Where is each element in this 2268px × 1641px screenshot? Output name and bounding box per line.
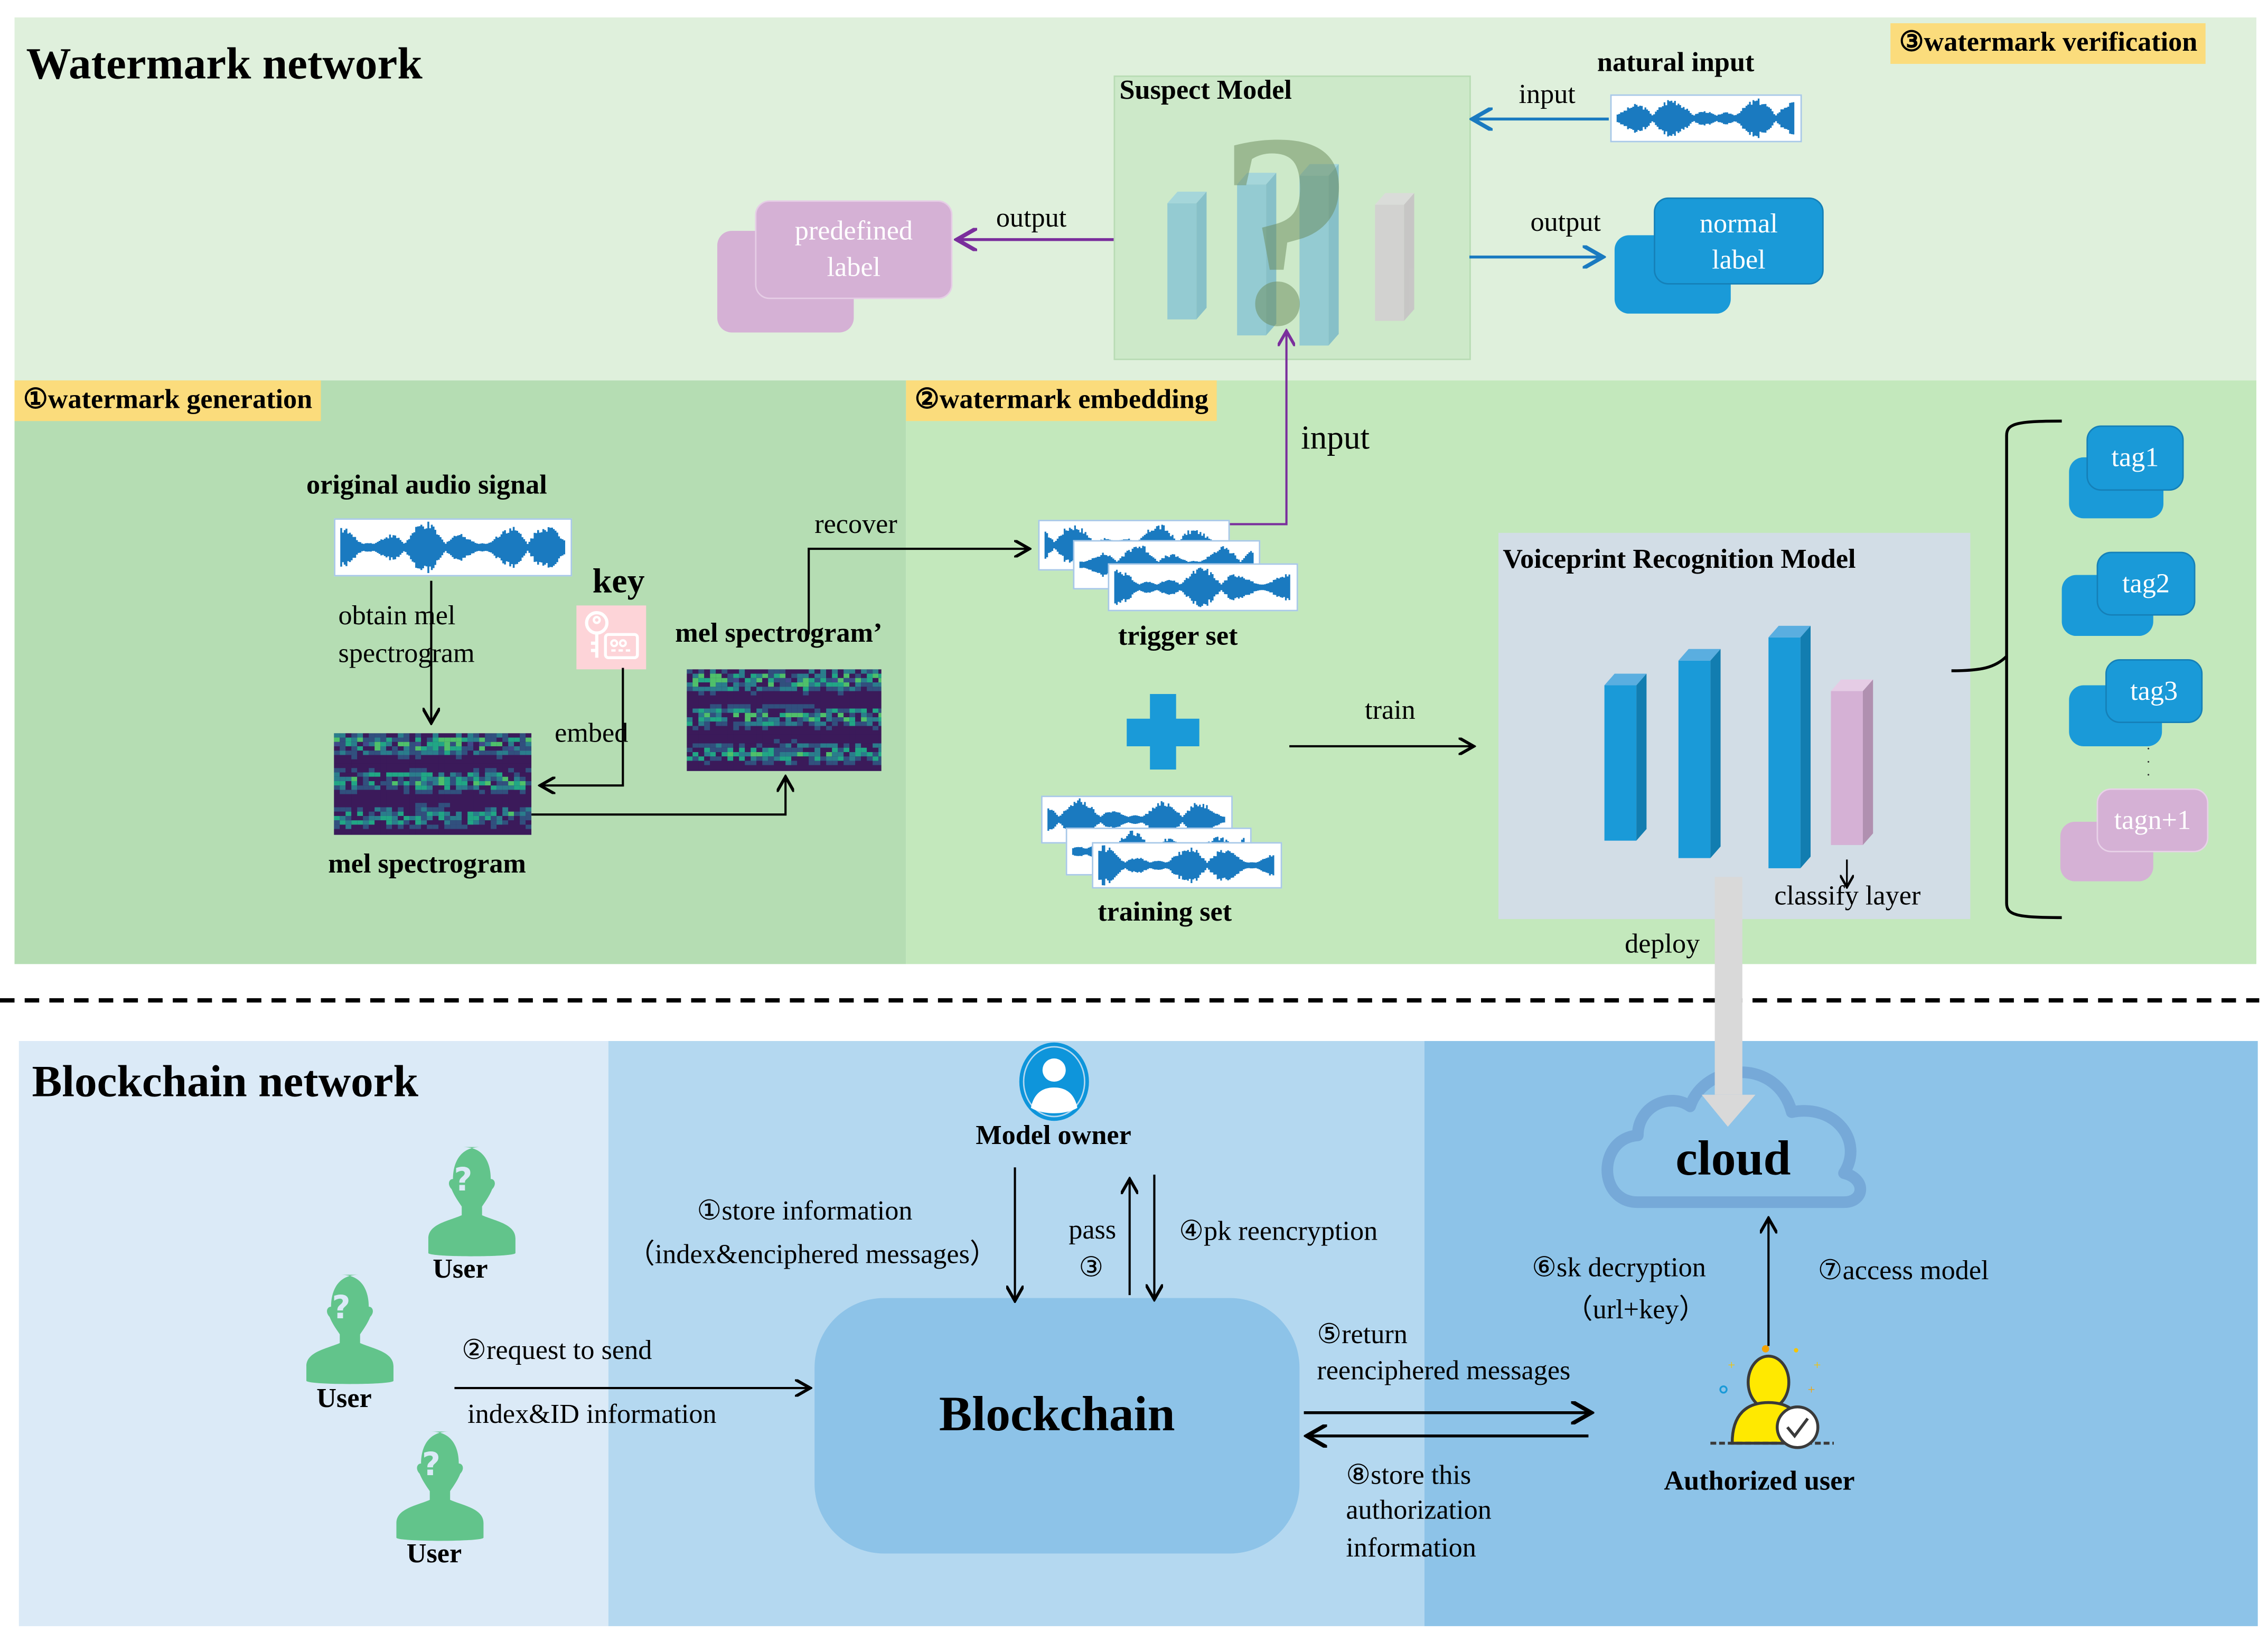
training-set-label: training set (1098, 897, 1232, 928)
authorized-user-label: Authorized user (1664, 1466, 1855, 1497)
suspect-model-label: Suspect Model (1119, 75, 1292, 106)
tag3-text: tag3 (2130, 677, 2178, 707)
model-layer-3 (1768, 625, 1811, 868)
deploy-label: deploy (1625, 929, 1700, 960)
store-info-label-2: （index&enciphered messages） (627, 1240, 998, 1271)
obtain-mel-label-1: obtain mel (338, 601, 456, 632)
output-label-left: output (996, 203, 1067, 234)
suspect-layer-2 (1237, 173, 1277, 336)
svg-text:+: + (1808, 1383, 1815, 1397)
user-label-3: User (406, 1539, 462, 1570)
waveform-icon (340, 521, 566, 574)
model-layer-1 (1604, 673, 1647, 841)
mel-spectrogram-label: mel spectrogram (328, 849, 526, 880)
svg-text:+: + (1728, 1358, 1735, 1372)
original-audio-waveform (334, 518, 573, 577)
index-id-label: index&ID information (467, 1400, 717, 1430)
predefined-label-text-1: predefined (794, 216, 913, 247)
return-label-1: ⑤return (1317, 1319, 1408, 1351)
badge-watermark-embedding: ②watermark embedding (906, 380, 1217, 421)
key-label: key (592, 563, 645, 602)
training-waveform-3 (1092, 842, 1282, 889)
badge-watermark-verification: ③watermark verification (1890, 23, 2206, 64)
pass-label: pass (1069, 1215, 1117, 1246)
natural-input-waveform (1610, 94, 1802, 143)
blockchain-box (814, 1298, 1300, 1554)
arrow-to-mel-prime (531, 777, 785, 816)
sk-decryption-label-2: （url+key） (1565, 1295, 1707, 1326)
tag2-text: tag2 (2122, 569, 2170, 600)
trigger-waveform-3 (1108, 563, 1298, 612)
user-label-1: User (433, 1254, 488, 1285)
voiceprint-model-box (1498, 532, 1971, 920)
badge-watermark-generation: ①watermark generation (14, 380, 321, 421)
trigger-set-label: trigger set (1118, 621, 1238, 652)
train-label: train (1365, 695, 1416, 726)
model-owner-label: Model owner (976, 1121, 1131, 1151)
user-label-2: User (316, 1383, 372, 1414)
pk-reencryption-label: ④pk reencryption (1179, 1216, 1378, 1248)
access-model-label: ⑦access model (1817, 1255, 1989, 1287)
input-label-verification: input (1519, 80, 1576, 110)
sk-decryption-label-1: ⑥sk decryption (1532, 1253, 1706, 1284)
suspect-layer-1 (1167, 191, 1207, 320)
recover-label: recover (814, 509, 897, 540)
key-icon (576, 605, 646, 670)
embed-label: embed (555, 718, 629, 749)
predefined-label-card: predefined label (755, 200, 953, 299)
obtain-mel-label-2: spectrogram (338, 639, 475, 670)
normal-label-text-1: normal (1699, 209, 1778, 240)
blockchain-label: Blockchain (939, 1388, 1175, 1442)
store-auth-label-2: authorization (1346, 1495, 1492, 1526)
store-auth-label-1: ⑧store this (1346, 1460, 1472, 1492)
store-auth-label-3: information (1346, 1533, 1476, 1564)
tags-brace (1951, 419, 2062, 920)
suspect-layer-3 (1299, 164, 1339, 346)
suspect-layer-4 (1375, 193, 1414, 321)
return-label-2: reenciphered messages (1317, 1356, 1571, 1387)
blockchain-left-panel (18, 1041, 608, 1626)
normal-label-text-2: label (1712, 245, 1766, 276)
tag1-card: tag1 (2086, 425, 2184, 491)
output-label-right: output (1530, 208, 1601, 238)
voiceprint-model-title: Voiceprint Recognition Model (1503, 544, 1856, 575)
tag2-card: tag2 (2096, 551, 2196, 616)
tagn1-card: tagn+1 (2096, 788, 2209, 852)
cloud-label: cloud (1675, 1132, 1791, 1186)
arrow-embed (540, 668, 624, 786)
svg-text:+: + (1814, 1358, 1821, 1372)
tagn1-text: tagn+1 (2114, 805, 2191, 837)
natural-input-label: natural input (1597, 48, 1755, 79)
mel-spectrogram-prime-label: mel spectrogram’ (675, 618, 883, 649)
normal-label-card: normal label (1654, 197, 1824, 285)
store-info-label-1: ①store information (697, 1196, 913, 1227)
predefined-label-text-2: label (827, 252, 881, 284)
request-to-send-label: ②request to send (462, 1336, 652, 1366)
watermark-network-title: Watermark network (26, 37, 423, 89)
blockchain-network-title: Blockchain network (32, 1055, 419, 1106)
pass-step-label: ③ (1079, 1253, 1104, 1284)
tag3-card: tag3 (2105, 659, 2203, 724)
classify-layer (1831, 679, 1873, 845)
model-layer-2 (1678, 649, 1721, 858)
tags-ellipsis: ··· (2146, 742, 2151, 784)
arrow-recover (808, 549, 1029, 635)
arrow-trigger-input (1230, 331, 1286, 526)
original-audio-label: original audio signal (306, 470, 547, 501)
tag1-text: tag1 (2111, 443, 2159, 474)
waveform-icon (1616, 98, 1795, 138)
input-label-embedding: input (1301, 419, 1370, 456)
